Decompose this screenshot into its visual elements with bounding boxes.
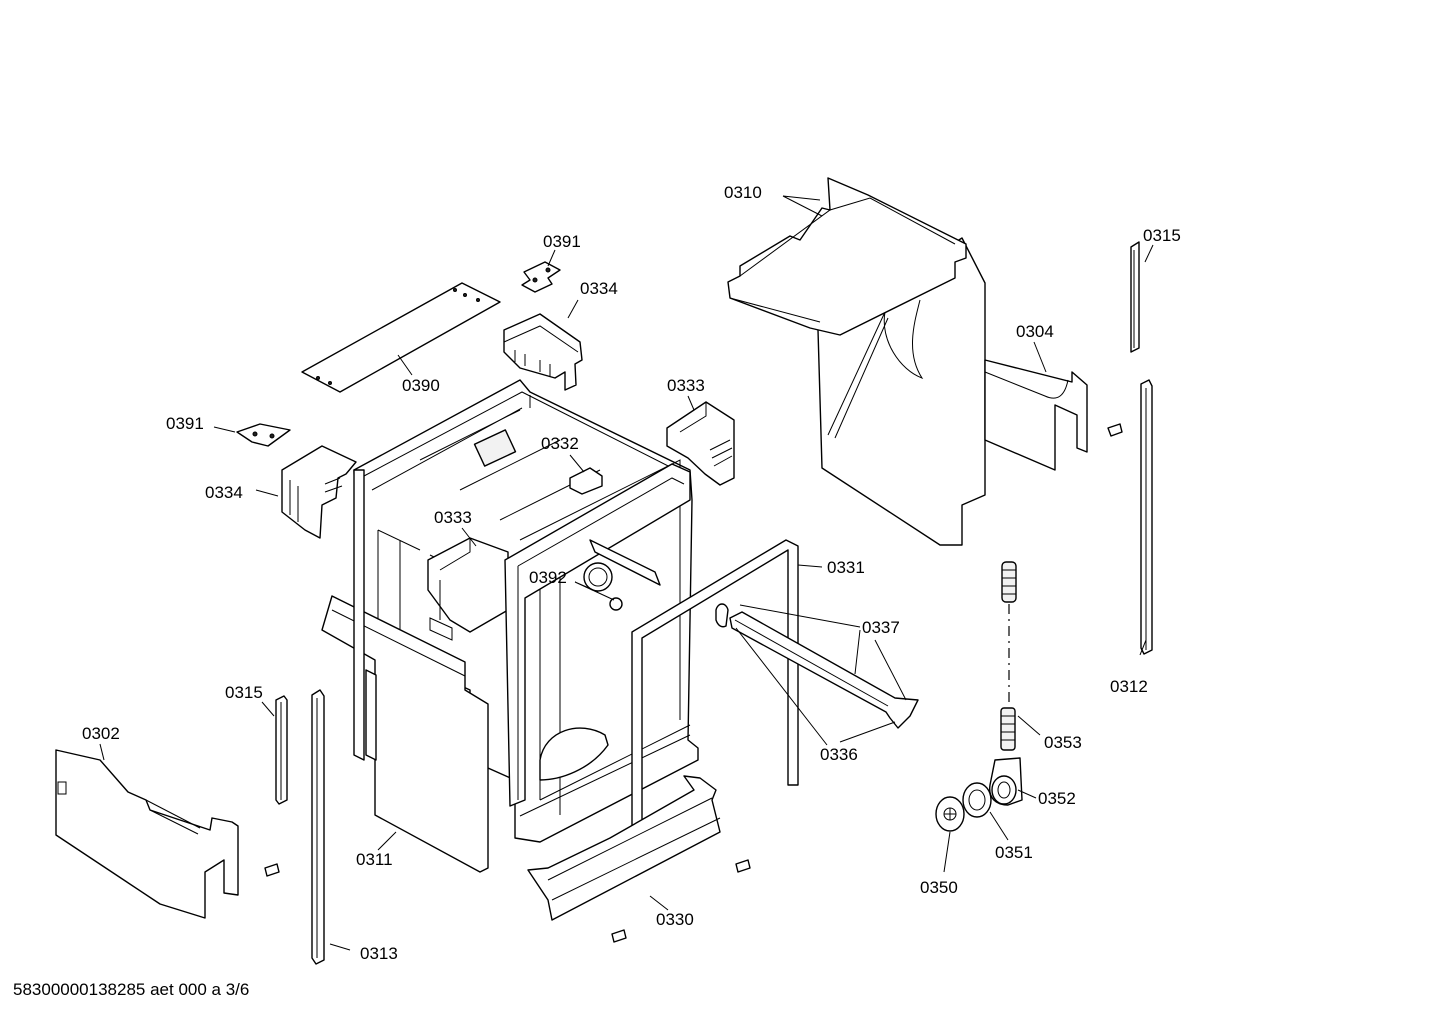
- part-door-frame: [504, 463, 691, 807]
- part-0330-toe-kick: [527, 775, 721, 921]
- screw-icon: [1107, 423, 1123, 437]
- label-0391-left: 0391: [166, 414, 204, 433]
- part-0353-hose: [1000, 561, 1017, 751]
- label-0337: 0337: [862, 618, 900, 637]
- part-0315-strip-top: [1130, 241, 1140, 353]
- part-0334-hinge-top: [503, 313, 583, 391]
- document-id-footer: 58300000138285 aet 000 a 3/6: [13, 980, 250, 999]
- label-0304: 0304: [1016, 322, 1054, 341]
- leader-lines: [99, 195, 1154, 951]
- part-0302-base-panel: [55, 749, 239, 919]
- part-0334-hinge-left: [281, 445, 357, 539]
- part-0351-nut: [962, 782, 992, 818]
- label-0313: 0313: [360, 944, 398, 963]
- label-0330: 0330: [656, 910, 694, 929]
- label-0312: 0312: [1110, 677, 1148, 696]
- label-0390: 0390: [402, 376, 440, 395]
- part-0337-rail: [715, 603, 919, 729]
- label-0334-top: 0334: [580, 279, 618, 298]
- label-0352: 0352: [1038, 789, 1076, 808]
- label-0350: 0350: [920, 878, 958, 897]
- part-0313-strip-long: [311, 689, 325, 965]
- label-0310: 0310: [724, 183, 762, 202]
- part-0391-bracket-left: [236, 423, 291, 447]
- label-0392: 0392: [529, 568, 567, 587]
- part-0390-plate: [301, 282, 501, 393]
- label-0336: 0336: [820, 745, 858, 764]
- part-0332-clip: [569, 467, 603, 495]
- part-0310-cover-plate: [727, 177, 967, 336]
- part-labels: 0310 0315 0391 0334 0304 0390 0333 0391 …: [82, 183, 1181, 963]
- part-0315-strip-left: [275, 695, 288, 805]
- screw-icon: [264, 859, 751, 943]
- label-0333-right: 0333: [667, 376, 705, 395]
- label-0353: 0353: [1044, 733, 1082, 752]
- label-0331: 0331: [827, 558, 865, 577]
- part-0391-bracket-top: [521, 261, 561, 293]
- part-0352-elbow: [989, 757, 1023, 806]
- part-0333-hinge-cover-right: [666, 401, 735, 486]
- part-dishwasher-tub: [353, 379, 699, 843]
- label-0334-left: 0334: [205, 483, 243, 502]
- part-0312-strip-right: [1140, 379, 1153, 655]
- label-0333-mid: 0333: [434, 508, 472, 527]
- label-0315-left: 0315: [225, 683, 263, 702]
- label-0332: 0332: [541, 434, 579, 453]
- label-0302: 0302: [82, 724, 120, 743]
- part-0333-hinge-cover-mid: [427, 537, 509, 641]
- label-0391-top: 0391: [543, 232, 581, 251]
- part-tub-edge-left: [353, 469, 377, 761]
- label-0315-top: 0315: [1143, 226, 1181, 245]
- label-0311: 0311: [356, 850, 393, 869]
- label-0351: 0351: [995, 843, 1033, 862]
- part-0350-filter: [935, 796, 965, 832]
